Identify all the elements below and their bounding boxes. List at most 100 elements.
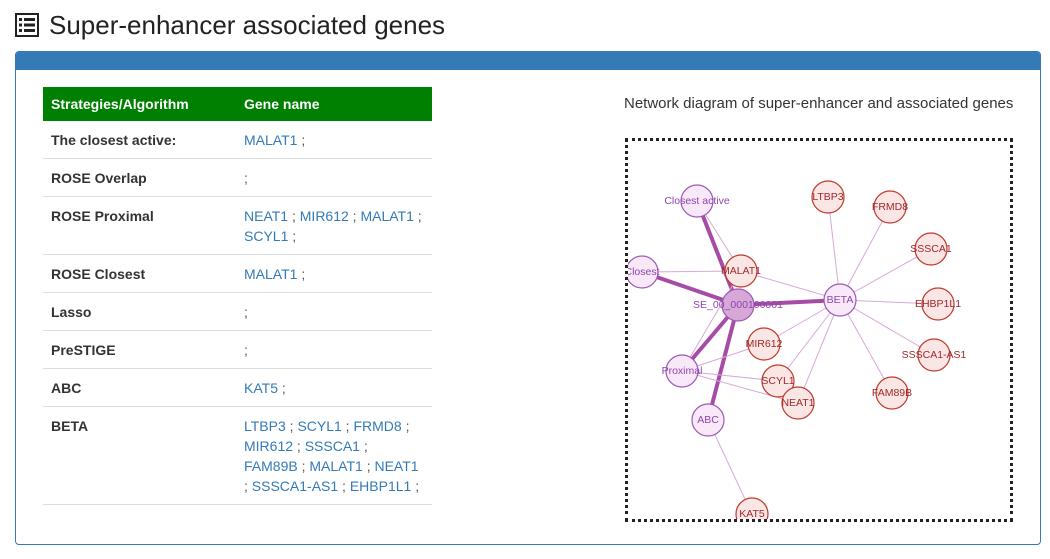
gene-link[interactable]: EHBP1L1 (349, 478, 412, 494)
network-node-ehbp1l1[interactable]: EHBP1L1 (915, 287, 961, 321)
network-node-label: Proximal (662, 365, 703, 377)
gene-names-cell: LTBP3 ; SCYL1 ; FRMD8 ; MIR612 ; SSSCA1 … (236, 406, 432, 505)
network-node-label: SSSCA1-AS1 (902, 349, 967, 361)
strategy-cell: ROSE Closest (43, 254, 236, 293)
network-node-label: BETA (827, 294, 854, 306)
network-svg[interactable]: SE_00_000100001 Closest activeClosestProx… (628, 141, 1010, 519)
network-node-neat1[interactable]: NEAT1 (781, 386, 815, 420)
network-node-mir612[interactable]: MIR612 (746, 327, 783, 361)
network-edge (839, 299, 893, 394)
network-node-label: LTBP3 (812, 191, 843, 203)
network-diagram[interactable]: SE_00_000100001 Closest activeClosestProx… (625, 138, 1013, 522)
network-node-label: SE_00_000100001 (693, 299, 783, 311)
network-node-closest_active[interactable]: Closest active (664, 184, 730, 218)
gene-link[interactable]: SSSCA1-AS1 (251, 478, 339, 494)
network-node-sssca1[interactable]: SSSCA1 (910, 232, 952, 266)
network-node-label: Closest (628, 266, 660, 278)
gene-link[interactable]: MALAT1 (244, 132, 298, 148)
network-node-label: MIR612 (746, 338, 783, 350)
network-node-frmd8[interactable]: FRMD8 (872, 190, 908, 224)
network-node-scyl1[interactable]: SCYL1 (761, 364, 795, 398)
network-node-circle[interactable] (781, 386, 815, 420)
network-node-circle[interactable] (917, 338, 951, 372)
network-node-circle[interactable] (691, 403, 725, 437)
column-header-gene: Gene name (236, 87, 432, 121)
gene-link[interactable]: MALAT1 (309, 458, 363, 474)
gene-link[interactable]: KAT5 (244, 380, 278, 396)
gene-names-cell: ; (236, 292, 432, 331)
strategy-cell: Lasso (43, 292, 236, 331)
gene-link[interactable]: SCYL1 (244, 228, 289, 244)
panel-heading (16, 52, 1040, 70)
network-node-ltbp3[interactable]: LTBP3 (811, 180, 845, 214)
network-node-circle[interactable] (914, 232, 948, 266)
genes-table: Strategies/Algorithm Gene name The close… (43, 87, 432, 505)
gene-link[interactable]: NEAT1 (244, 208, 289, 224)
gene-link[interactable]: MALAT1 (244, 266, 298, 282)
network-node-abc[interactable]: ABC (691, 403, 725, 437)
network-node-malat1[interactable]: MALAT1 (721, 254, 761, 288)
strategy-cell: The closest active: (43, 121, 236, 159)
genes-panel: Strategies/Algorithm Gene name The close… (15, 51, 1041, 545)
gene-names-cell: MALAT1 ; (236, 254, 432, 293)
gene-link[interactable]: MIR612 (299, 208, 349, 224)
table-row: The closest active:MALAT1 ; (43, 121, 432, 159)
network-edge (707, 419, 753, 515)
network-node-circle[interactable] (680, 184, 714, 218)
gene-names-cell: ; (236, 330, 432, 369)
gene-names-cell: ; (236, 158, 432, 197)
network-node-circle[interactable] (665, 354, 699, 388)
gene-names-cell: KAT5 ; (236, 368, 432, 407)
network-node-circle[interactable] (921, 287, 955, 321)
gene-link[interactable]: LTBP3 (244, 418, 286, 434)
network-node-circle[interactable] (628, 255, 659, 289)
network-node-circle[interactable] (721, 288, 755, 322)
network-node-sssca1as1[interactable]: SSSCA1-AS1 (902, 338, 967, 372)
network-node-label: EHBP1L1 (915, 298, 961, 310)
network-node-circle[interactable] (724, 254, 758, 288)
network-edge (827, 196, 841, 301)
gene-link[interactable]: MIR612 (244, 438, 294, 454)
gene-link[interactable]: SCYL1 (297, 418, 342, 434)
network-node-closest[interactable]: Closest (628, 255, 660, 289)
network-edge (681, 270, 742, 372)
column-header-strategy: Strategies/Algorithm (43, 87, 236, 121)
page-header: Super-enhancer associated genes (15, 8, 445, 42)
network-node-circle[interactable] (873, 190, 907, 224)
network-node-kat5[interactable]: KAT5 (735, 497, 769, 519)
network-node-se[interactable]: SE_00_000100001 (693, 288, 783, 322)
network-node-circle[interactable] (823, 283, 857, 317)
strategy-cell: ROSE Proximal (43, 196, 236, 255)
network-node-label: MALAT1 (721, 265, 761, 277)
network-edge (839, 206, 891, 301)
strategy-cell: BETA (43, 406, 236, 505)
network-edge (737, 298, 841, 307)
network-node-label: FRMD8 (872, 201, 908, 213)
gene-link[interactable]: FRMD8 (353, 418, 402, 434)
network-node-circle[interactable] (811, 180, 845, 214)
network-node-proximal[interactable]: Proximal (662, 354, 703, 388)
network-node-circle[interactable] (735, 497, 769, 519)
network-node-circle[interactable] (875, 376, 909, 410)
list-icon (15, 13, 39, 37)
gene-names-cell: NEAT1 ; MIR612 ; MALAT1 ; SCYL1 ; (236, 196, 432, 255)
gene-link[interactable]: SSSCA1 (304, 438, 360, 454)
network-node-fam89b[interactable]: FAM89B (872, 376, 912, 410)
gene-names-cell: MALAT1 ; (236, 121, 432, 159)
network-node-label: KAT5 (739, 508, 765, 519)
network-node-circle[interactable] (761, 364, 795, 398)
network-node-label: ABC (697, 414, 719, 426)
gene-link[interactable]: FAM89B (244, 458, 298, 474)
network-edge (641, 270, 739, 307)
gene-link[interactable]: NEAT1 (374, 458, 419, 474)
page-title: Super-enhancer associated genes (49, 9, 446, 40)
strategy-cell: ABC (43, 368, 236, 407)
table-row: Lasso; (43, 292, 432, 331)
network-node-label: SSSCA1 (910, 243, 952, 255)
network-node-beta[interactable]: BETA (823, 283, 857, 317)
genes-table-body: The closest active:MALAT1 ; ROSE Overlap… (43, 121, 432, 505)
network-node-circle[interactable] (747, 327, 781, 361)
gene-link[interactable]: MALAT1 (360, 208, 414, 224)
network-edge (706, 304, 740, 421)
